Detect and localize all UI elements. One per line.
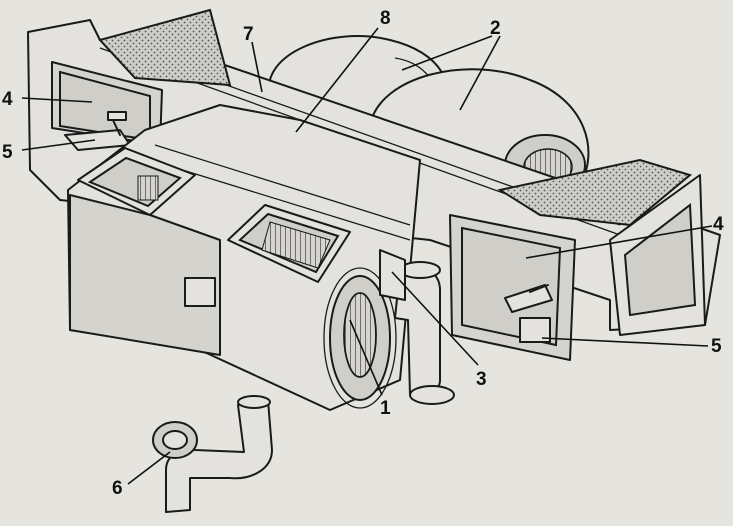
mesh-filter-left — [98, 8, 232, 87]
callout-4-left: 4 — [2, 89, 13, 110]
damper-left — [64, 111, 131, 151]
callout-8: 8 — [380, 8, 391, 29]
leader-7 — [251, 41, 263, 93]
callout-1: 1 — [380, 398, 391, 419]
callout-4-right: 4 — [713, 214, 724, 235]
leader-1 — [349, 319, 383, 396]
leader-8 — [295, 27, 379, 133]
heater-core — [323, 267, 397, 409]
callout-labels: 1 2 3 4 4 5 5 6 7 8 — [2, 8, 724, 499]
water-pipe — [152, 395, 273, 513]
callout-5-right: 5 — [711, 336, 722, 357]
callout-2: 2 — [490, 18, 501, 39]
leader-6 — [127, 451, 171, 485]
leader-5a — [21, 139, 96, 151]
hose-connector — [379, 249, 455, 405]
outlet-duct-left — [77, 147, 196, 216]
leader-4a — [21, 97, 93, 103]
mesh-filter-right — [497, 158, 693, 227]
callout-3: 3 — [476, 369, 487, 390]
callout-7: 7 — [243, 24, 254, 45]
callout-5-left: 5 — [2, 142, 13, 163]
leader-5b — [541, 337, 709, 347]
leader-4b — [525, 225, 713, 259]
leader-3 — [391, 271, 479, 366]
leader-2a — [401, 35, 493, 71]
left-lower-panel — [69, 194, 221, 356]
leader-lines — [21, 27, 713, 485]
outlet-duct-center — [227, 204, 351, 283]
callout-6: 6 — [112, 478, 123, 499]
leader-2b — [459, 35, 501, 111]
